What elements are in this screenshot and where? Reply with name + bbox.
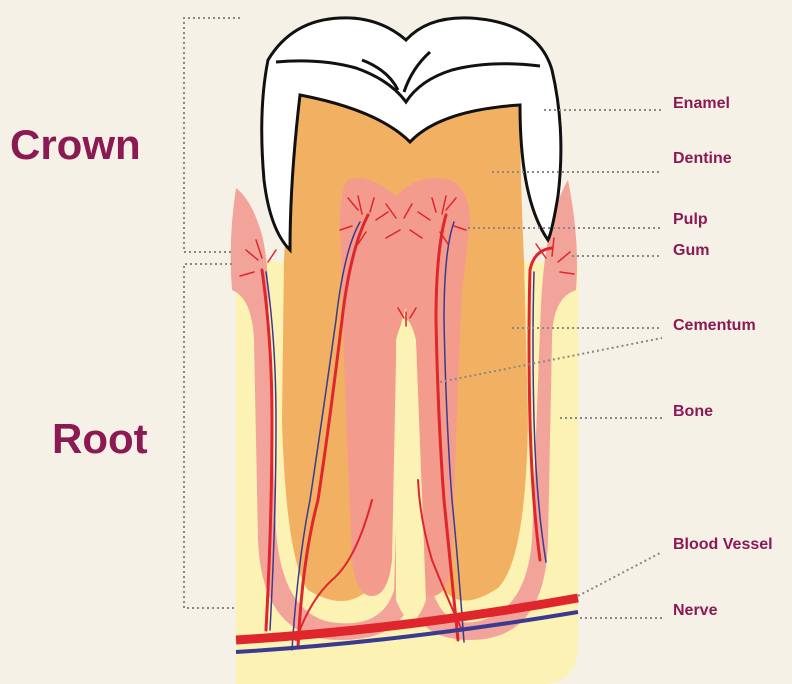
dentine-label: Dentine [673, 151, 732, 167]
root-label: Root [52, 418, 148, 460]
pulp-label: Pulp [673, 212, 708, 228]
nerve-label: Nerve [673, 603, 717, 619]
cementum-label: Cementum [673, 318, 756, 334]
gum-label: Gum [673, 243, 709, 259]
bone-label: Bone [673, 404, 713, 420]
region-brackets [184, 18, 240, 608]
crown-label: Crown [10, 124, 141, 166]
enamel-label: Enamel [673, 96, 730, 112]
blood-vessel-label: Blood Vessel [673, 537, 773, 553]
